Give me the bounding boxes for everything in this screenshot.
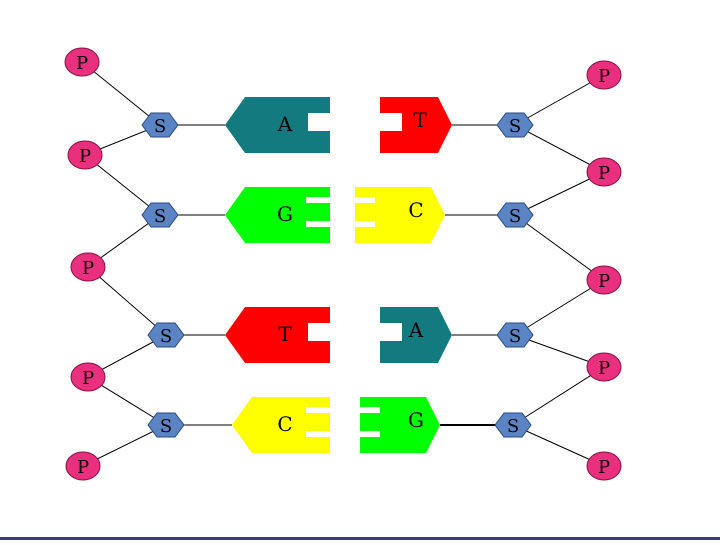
left-base-t: T — [225, 307, 330, 363]
phosphate-circle — [586, 157, 622, 187]
left-sugar: S — [141, 202, 179, 228]
nucleotide-bases: A G T C T C A G — [225, 97, 452, 453]
left-base-a: A — [225, 97, 330, 153]
phosphate-label: P — [598, 457, 610, 478]
base-shape — [355, 187, 445, 243]
base-letter: C — [277, 412, 292, 436]
phosphate-circle — [70, 362, 106, 392]
base-shape — [225, 97, 330, 153]
sugar-hexagon — [147, 412, 185, 438]
left-sugar: S — [147, 322, 185, 348]
phosphate-label: P — [76, 53, 88, 74]
phosphate-label: P — [82, 258, 94, 279]
sugar-hexagon — [496, 112, 534, 138]
right-backbone-line — [514, 279, 605, 336]
backbone-nodes: S S S S S S S S P P P P P P P P P P — [64, 47, 622, 481]
right-backbone-line — [514, 214, 605, 281]
base-shape — [380, 307, 452, 363]
right-phosphate: P — [586, 157, 622, 187]
left-sugar: S — [141, 112, 179, 138]
base-shape — [225, 307, 330, 363]
phosphate-label: P — [598, 358, 610, 379]
bottom-rule — [0, 537, 720, 540]
base-shape — [232, 397, 330, 453]
base-letter: C — [408, 198, 423, 222]
right-sugar: S — [496, 322, 534, 348]
left-base-c: C — [232, 397, 330, 453]
sugar-hexagon — [147, 322, 185, 348]
sugar-label: S — [154, 206, 166, 227]
base-letter: T — [278, 322, 292, 346]
phosphate-circle — [65, 451, 101, 481]
right-base-a: A — [380, 307, 452, 363]
left-phosphate: P — [65, 451, 101, 481]
base-letter: G — [408, 408, 424, 432]
base-letter: A — [408, 318, 424, 342]
right-phosphate: P — [586, 265, 622, 295]
sugar-label: S — [509, 116, 521, 137]
right-sugar: S — [496, 112, 534, 138]
left-backbone-line — [87, 266, 167, 336]
sugar-label: S — [509, 326, 521, 347]
right-base-g: G — [360, 397, 440, 453]
base-shape — [225, 187, 330, 243]
sugar-hexagon — [494, 412, 532, 438]
right-phosphate: P — [586, 451, 622, 481]
sugar-label: S — [160, 416, 172, 437]
base-letter: T — [413, 108, 427, 132]
phosphate-circle — [70, 252, 106, 282]
base-letter: A — [277, 112, 293, 136]
phosphate-label: P — [598, 271, 610, 292]
left-phosphate: P — [70, 362, 106, 392]
right-backbone-line — [514, 74, 605, 126]
left-base-g: G — [225, 187, 330, 243]
phosphate-label: P — [82, 368, 94, 389]
sugar-hexagon — [496, 322, 534, 348]
sugar-hexagon — [141, 202, 179, 228]
left-backbone-line — [81, 61, 161, 126]
right-backbone-line — [512, 366, 605, 426]
phosphate-circle — [586, 352, 622, 382]
phosphate-label: P — [598, 66, 610, 87]
phosphate-label: P — [598, 163, 610, 184]
sugar-label: S — [507, 416, 519, 437]
base-letter: G — [277, 202, 293, 226]
sugar-label: S — [509, 206, 521, 227]
right-phosphate: P — [586, 352, 622, 382]
phosphate-label: P — [77, 457, 89, 478]
right-sugar: S — [496, 202, 534, 228]
left-phosphate: P — [64, 47, 100, 77]
right-phosphate: P — [586, 60, 622, 90]
phosphate-label: P — [79, 146, 91, 167]
phosphate-circle — [586, 265, 622, 295]
sugar-label: S — [154, 116, 166, 137]
phosphate-circle — [67, 140, 103, 170]
sugar-hexagon — [141, 112, 179, 138]
right-base-t: T — [380, 97, 452, 153]
right-backbone-line — [514, 124, 605, 173]
base-shape — [380, 97, 452, 153]
right-sugar: S — [494, 412, 532, 438]
sugar-hexagon — [496, 202, 534, 228]
phosphate-circle — [586, 60, 622, 90]
phosphate-circle — [586, 451, 622, 481]
base-shape — [360, 397, 440, 453]
right-base-c: C — [355, 187, 445, 243]
phosphate-circle — [64, 47, 100, 77]
left-phosphate: P — [67, 140, 103, 170]
left-phosphate: P — [70, 252, 106, 282]
sugar-label: S — [160, 326, 172, 347]
left-sugar: S — [147, 412, 185, 438]
